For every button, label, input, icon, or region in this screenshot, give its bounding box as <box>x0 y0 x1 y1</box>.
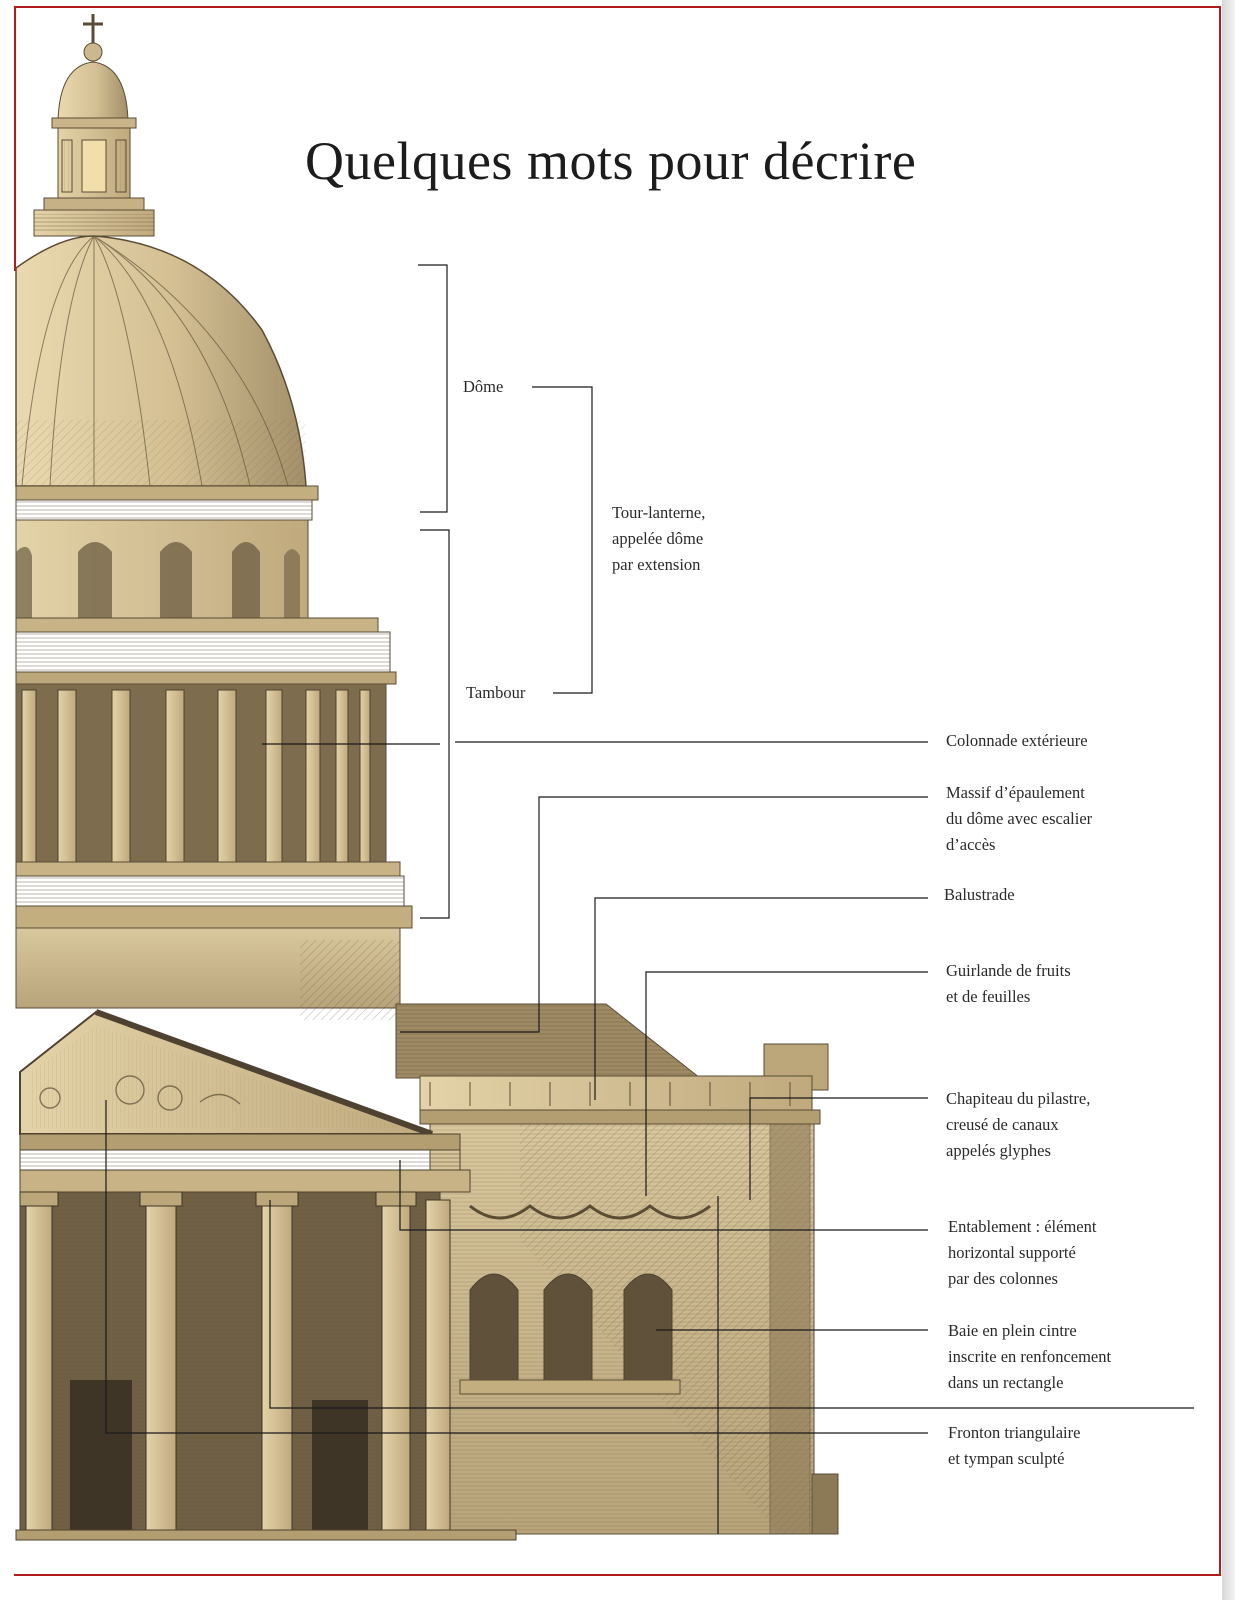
dome-bracket <box>418 264 448 513</box>
entablement-leader <box>399 1160 928 1231</box>
frame-leader <box>269 1200 1194 1409</box>
label-dome: Dôme <box>463 377 504 396</box>
guirlande-leader <box>645 971 928 1196</box>
side-wing <box>395 1003 839 1535</box>
portico <box>15 1009 517 1541</box>
label-baie: Baie en plein cintre inscrite en renfonc… <box>948 1321 1112 1392</box>
dome <box>15 235 319 521</box>
lantern <box>33 14 155 237</box>
chapiteau-leader <box>749 1097 928 1200</box>
leader-lines <box>105 264 1194 1534</box>
label-fronton: Fronton triangulaire et tympan sculpté <box>948 1423 1081 1468</box>
tour-lanterne-bracket <box>532 386 593 694</box>
label-guirlande: Guirlande de fruits et de feuilles <box>946 961 1071 1006</box>
fronton-leader <box>105 1100 928 1434</box>
page-frame <box>14 6 1221 1576</box>
label-entablement: Entablement : élément horizontal support… <box>948 1217 1097 1288</box>
tambour-bracket <box>420 529 450 919</box>
label-chapiteau: Chapiteau du pilastre, creusé de canaux … <box>946 1089 1091 1160</box>
attic-drum <box>15 519 397 685</box>
tambour-colonnade <box>15 683 413 1020</box>
label-tour-lanterne: Tour-lanterne, appelée dôme par extensio… <box>612 503 706 574</box>
page-title: Quelques mots pour décrire <box>305 131 917 191</box>
page-frame-left-edge <box>14 6 16 271</box>
massif-leader <box>400 796 928 1033</box>
label-balustrade: Balustrade <box>944 885 1015 904</box>
page-edge-shadow <box>1222 0 1235 1600</box>
label-tambour: Tambour <box>466 683 526 702</box>
label-massif: Massif d’épaulement du dôme avec escalie… <box>946 783 1093 854</box>
label-colonnade: Colonnade extérieure <box>946 731 1088 750</box>
balustrade-leader <box>594 897 928 1100</box>
